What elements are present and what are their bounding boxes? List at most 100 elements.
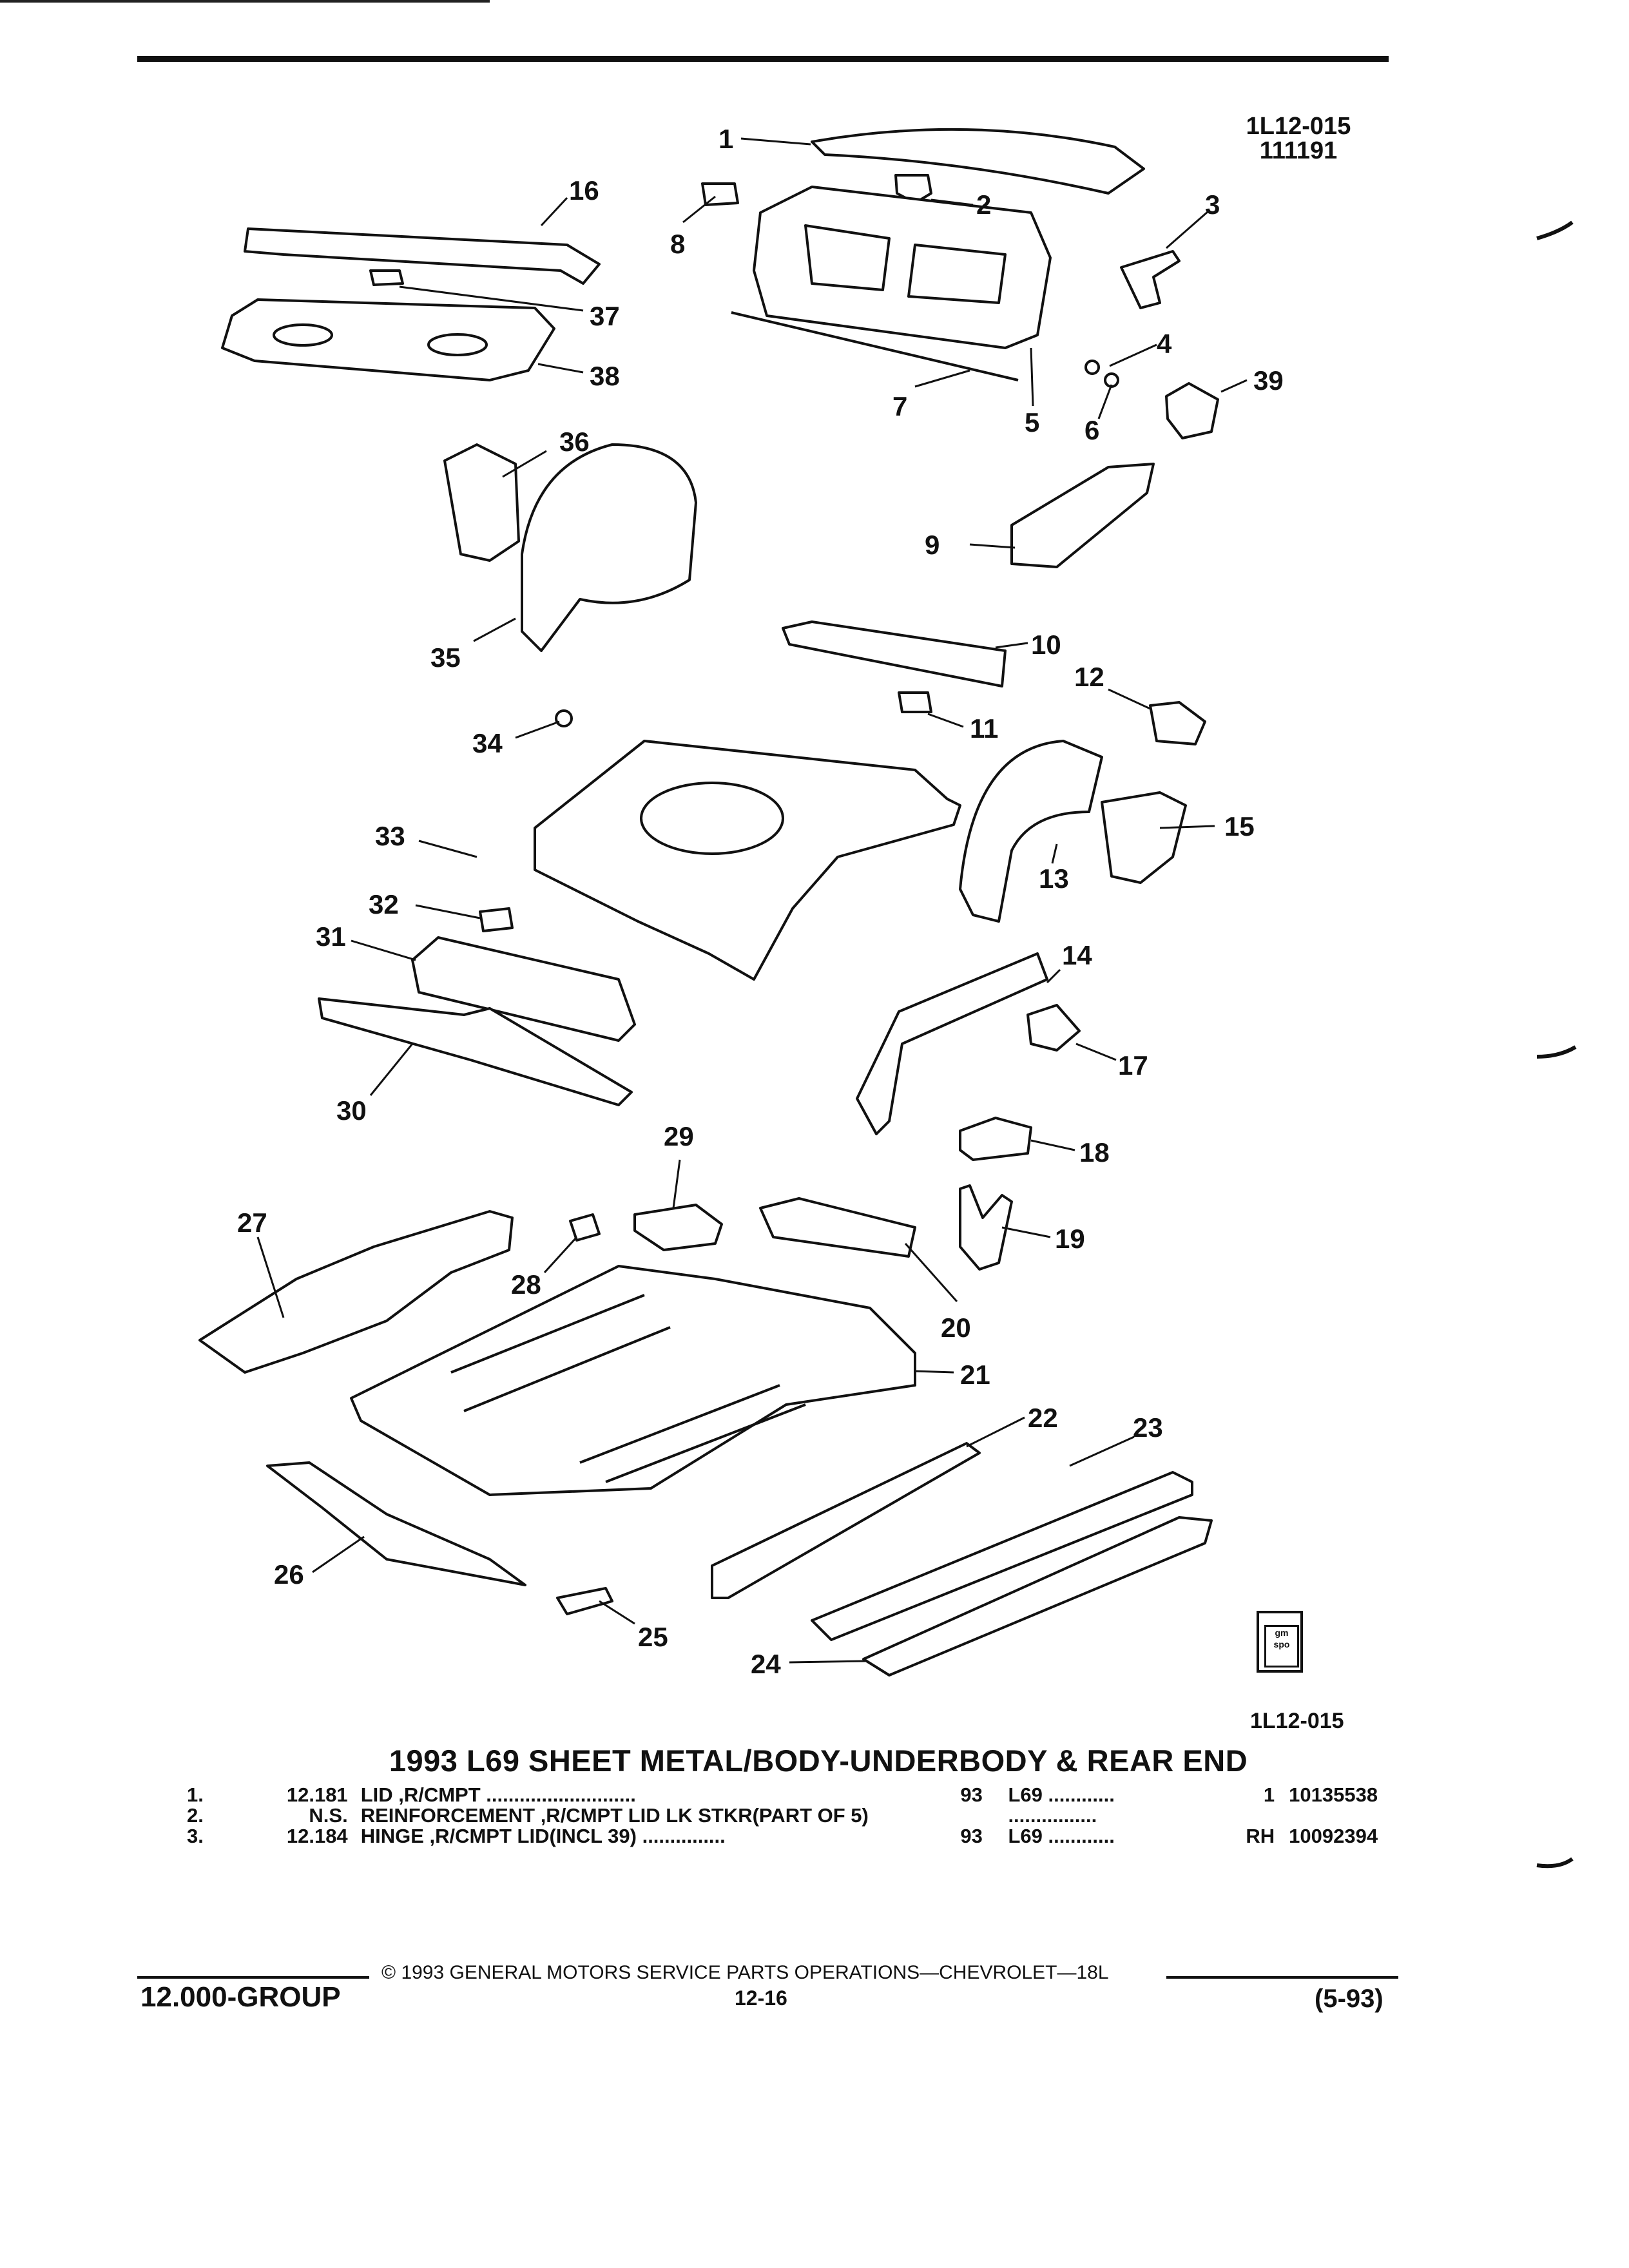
copyright-notice: © 1993 GENERAL MOTORS SERVICE PARTS OPER… (381, 1962, 1109, 1983)
part-10 (782, 620, 1007, 687)
revision-date: (5-93) (1315, 1984, 1383, 2013)
callout-29: 29 (664, 1121, 694, 1151)
callout-23: 23 (1133, 1412, 1163, 1443)
part-wheelhouse-outer (959, 740, 1103, 923)
scan-edge-mark (0, 0, 490, 3)
diagram-ref-code: 1L12-015 (1250, 1709, 1344, 1733)
callout-15: 15 (1224, 811, 1255, 841)
table-row: 3. 12.184 HINGE ,R/CMPT LID(INCL 39) ...… (187, 1826, 1405, 1847)
parts-table: 1. 12.181 LID ,R/CMPT ..................… (187, 1785, 1405, 1847)
gm-spo-logo: gm spo (1257, 1611, 1303, 1673)
row-part-number (1289, 1805, 1405, 1826)
part-wheelhouse-inner (521, 443, 697, 652)
callout-12: 12 (1074, 662, 1104, 692)
gm-spo-logo-text: gm spo (1264, 1625, 1299, 1667)
part-lid-hinge (1120, 250, 1181, 309)
row-description: HINGE ,R/CMPT LID(INCL 39) .............… (360, 1825, 726, 1847)
callout-27: 27 (237, 1207, 267, 1238)
table-row: 2. N.S. REINFORCEMENT ,R/CMPT LID LK STK… (187, 1805, 1405, 1826)
row-qty: 1 (1263, 1783, 1275, 1806)
row-code: 12.184 (286, 1825, 348, 1847)
callout-25: 25 (638, 1622, 668, 1652)
row-description: LID ,R/CMPT ........................... (360, 1783, 636, 1806)
callout-38: 38 (590, 361, 620, 391)
row-index: 2. (187, 1804, 204, 1827)
group-label: 12.000-GROUP (140, 1981, 341, 2013)
callout-26: 26 (274, 1559, 304, 1590)
page-number: 12-16 (735, 1986, 787, 2010)
part-rear-rail-31 (411, 936, 636, 1042)
part-9 (1010, 463, 1155, 568)
part-quarter-inner-14 (856, 952, 1048, 1135)
part-lid-reinforcement (894, 174, 932, 204)
callout-9: 9 (925, 530, 940, 560)
callout-20: 20 (941, 1312, 971, 1343)
ref-date: 111191 (1259, 137, 1338, 164)
callout-6: 6 (1084, 415, 1099, 445)
callout-10: 10 (1031, 629, 1061, 660)
table-row: 1. 12.181 LID ,R/CMPT ..................… (187, 1785, 1405, 1805)
callout-37: 37 (590, 301, 620, 331)
callout-33: 33 (375, 821, 405, 851)
callout-3: 3 (1205, 189, 1220, 220)
callout-7: 7 (892, 391, 907, 421)
row-qty: RH (1246, 1825, 1275, 1847)
row-qty (1233, 1805, 1289, 1826)
row-year: 93 (960, 1825, 983, 1847)
callout-24: 24 (751, 1649, 781, 1679)
footer-rule-left (137, 1976, 369, 1979)
part-front-floor-pan (350, 1265, 916, 1496)
callout-35: 35 (430, 642, 461, 673)
callout-2: 2 (976, 189, 991, 220)
row-index: 1. (187, 1783, 204, 1806)
row-model: L69 ............ (1008, 1825, 1115, 1847)
part-trunk-lid (811, 128, 1145, 195)
callout-8: 8 (670, 229, 685, 259)
catalog-title: 1993 L69 SHEET METAL/BODY-UNDERBODY & RE… (389, 1744, 1248, 1778)
part-26 (266, 1461, 526, 1586)
callout-1: 1 (718, 124, 733, 154)
part-sill-23 (811, 1471, 1193, 1641)
callout-labels: 1 2 3 4 5 6 7 8 9 10 11 12 13 14 15 16 1… (237, 124, 1284, 1679)
callout-21: 21 (960, 1360, 990, 1390)
row-model: ................ (1008, 1804, 1097, 1827)
row-part-number: 10135538 (1289, 1783, 1378, 1806)
part-rear-floor-pan (534, 740, 961, 981)
row-code: 12.181 (286, 1783, 348, 1806)
callout-4: 4 (1157, 329, 1172, 359)
footer-rule-right (1166, 1976, 1398, 1979)
part-rocker-24 (862, 1516, 1213, 1677)
part-sill-22 (711, 1442, 981, 1599)
callout-14: 14 (1062, 940, 1092, 970)
callout-16: 16 (569, 175, 599, 206)
callout-22: 22 (1028, 1403, 1058, 1433)
callout-39: 39 (1253, 365, 1284, 396)
row-index: 3. (187, 1825, 204, 1847)
part-rear-panel (753, 186, 1052, 349)
part-36 (443, 443, 520, 562)
row-description: REINFORCEMENT ,R/CMPT LID LK STKR(PART O… (360, 1804, 869, 1827)
callout-31: 31 (316, 921, 346, 952)
row-year: 93 (960, 1783, 983, 1806)
top-rule (137, 56, 1389, 62)
callout-18: 18 (1079, 1137, 1110, 1168)
part-rear-shelf (221, 298, 555, 381)
ref-code: 1L12-015 (1246, 113, 1351, 140)
part-hinge-bumper (1165, 382, 1219, 439)
row-model: L69 ............ (1008, 1783, 1115, 1806)
callout-36: 36 (559, 427, 590, 457)
callout-30: 30 (336, 1095, 367, 1126)
callout-17: 17 (1118, 1050, 1148, 1081)
part-27 (198, 1210, 514, 1374)
callout-28: 28 (511, 1269, 541, 1300)
row-code: N.S. (309, 1804, 348, 1827)
callout-32: 32 (369, 889, 399, 919)
row-part-number: 10092394 (1289, 1825, 1378, 1847)
row-year (960, 1805, 1008, 1826)
callout-34: 34 (472, 728, 503, 758)
callout-11: 11 (970, 713, 998, 744)
part-rear-shelf-panel (244, 227, 601, 285)
callout-13: 13 (1039, 863, 1069, 894)
callout-19: 19 (1055, 1224, 1085, 1254)
